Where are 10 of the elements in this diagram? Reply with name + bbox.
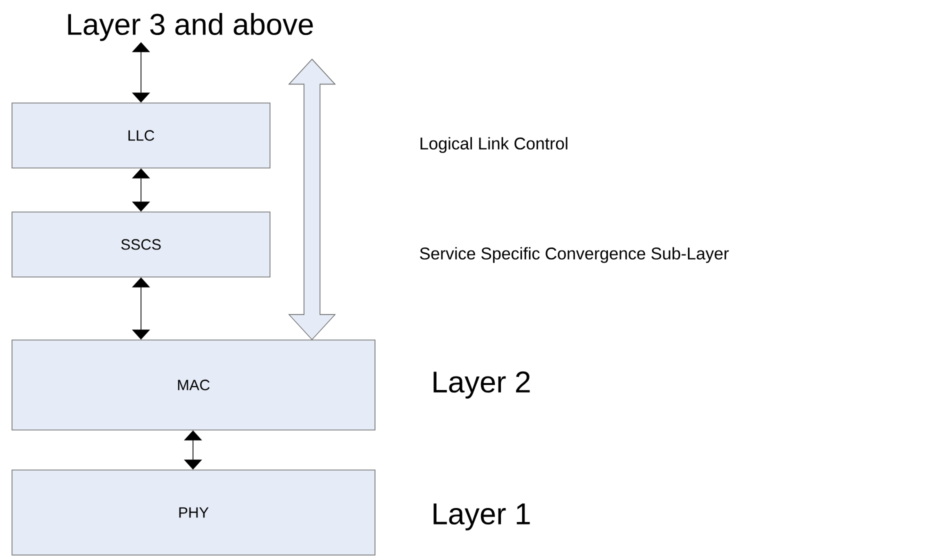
layer-description: Service Specific Convergence Sub-Layer	[420, 247, 729, 263]
side-label: Layer 2	[434, 371, 530, 399]
layer-box: MAC	[12, 340, 376, 430]
layer-description: Logical Link Control	[420, 137, 568, 153]
layer-box: PHY	[12, 470, 376, 556]
layer-heading: Layer 3 and above	[68, 13, 313, 41]
side-label: Layer 1	[434, 504, 530, 530]
block-arrow	[288, 58, 336, 340]
layer-box: SSCS	[12, 212, 270, 278]
layer-box: LLC	[12, 102, 270, 168]
